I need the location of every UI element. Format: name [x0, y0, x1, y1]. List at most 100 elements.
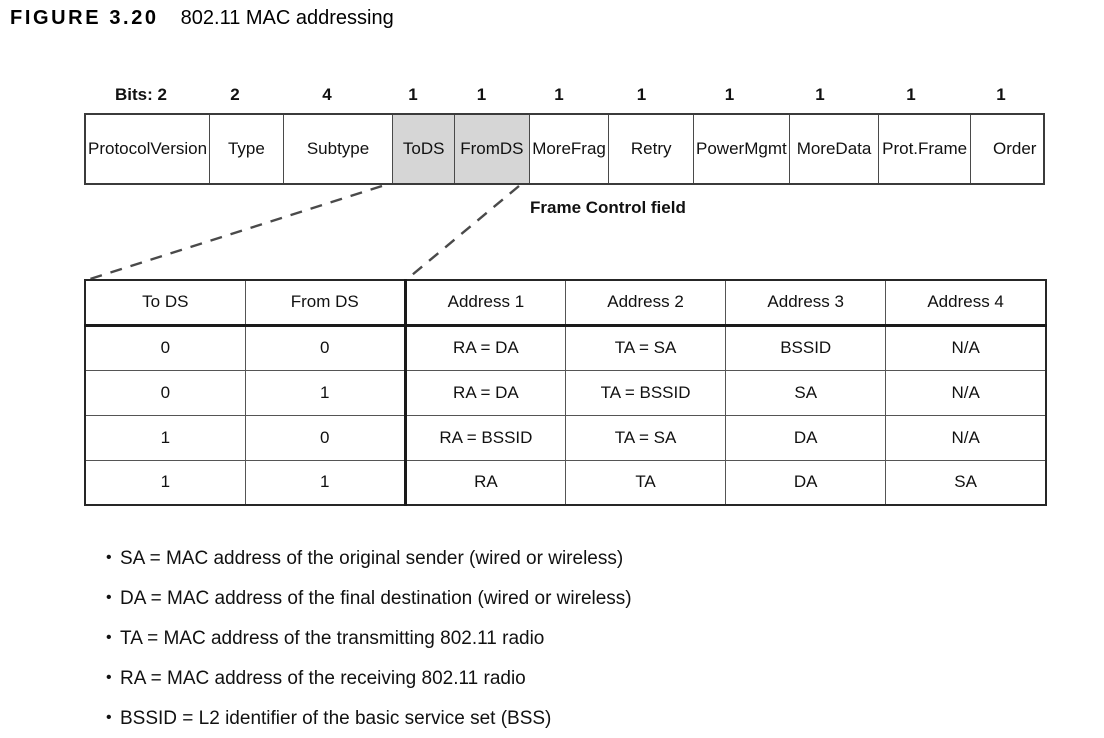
cell-label: Retry: [630, 139, 672, 159]
cell-r1-c5: N/A: [885, 369, 1047, 416]
connector-line-to-ds: [86, 184, 383, 282]
cell-label: From: [460, 139, 500, 159]
column-header-address-3: Address 3: [725, 279, 887, 327]
cell-label-line2: Mgmt: [744, 139, 787, 159]
bullet-icon: •: [106, 589, 112, 606]
frame-control-cell-subtype: Subtype: [284, 115, 394, 183]
cell-r2-c0: 1: [83, 414, 246, 461]
legend-item: • DA = MAC address of the final destinati…: [106, 578, 632, 618]
cell-r2-c4: DA: [725, 414, 887, 461]
cell-label: Power: [696, 139, 745, 159]
cell-label: Subtype: [306, 139, 370, 159]
bits-label-7: 1: [724, 85, 735, 104]
bits-label-6: 1: [636, 85, 647, 104]
bullet-icon: •: [106, 669, 112, 686]
bullet-icon: •: [106, 709, 112, 726]
cell-r0-c4: BSSID: [725, 324, 887, 371]
bits-label-10: 1: [996, 85, 1006, 104]
cell-r3-c5: SA: [885, 459, 1047, 506]
bits-label-3: 1: [408, 85, 418, 104]
cell-label-line2: Frag: [570, 139, 606, 159]
bullet-icon: •: [106, 549, 112, 566]
cell-r0-c0: 0: [83, 324, 246, 371]
cell-r3-c2: RA: [403, 459, 566, 506]
frame-control-cell-order: Order: [971, 115, 1059, 183]
cell-label-line2: DS: [420, 139, 445, 159]
legend-item-text: BSSID = L2 identifier of the basic servi…: [120, 707, 552, 729]
cell-label: Prot.: [882, 139, 919, 159]
bits-label-8: 1: [815, 85, 825, 104]
cell-r1-c1: 1: [244, 369, 407, 416]
cell-label: More: [532, 139, 571, 159]
cell-label-line2: Frame: [918, 139, 968, 159]
bits-label-4: 1: [476, 85, 487, 104]
bits-label-5: 1: [554, 85, 564, 104]
frame-control-cell-prot-frame: Prot.Frame: [879, 115, 971, 183]
bits-label-1: 2: [230, 85, 240, 104]
cell-r2-c5: N/A: [885, 414, 1047, 461]
cell-label-line2: Data: [835, 139, 872, 159]
column-header-address-1: Address 1: [403, 279, 566, 327]
legend-item-text: SA = MAC address of the original sender …: [120, 547, 624, 569]
cell-label: Protocol: [88, 139, 151, 159]
cell-r1-c4: SA: [725, 369, 887, 416]
cell-label: Type: [227, 139, 265, 159]
cell-r0-c1: 0: [244, 324, 407, 371]
cell-r0-c5: N/A: [885, 324, 1047, 371]
frame-control-cell-type: Type: [210, 115, 284, 183]
cell-r3-c3: TA: [564, 459, 727, 506]
frame-control-field-label: Frame Control field: [530, 198, 686, 217]
cell-r3-c4: DA: [725, 459, 887, 506]
bits-label-9: 1: [906, 85, 916, 104]
column-header-address-4: Address 4: [885, 279, 1047, 327]
cell-r1-c3: TA = BSSID: [564, 369, 727, 416]
cell-label: More: [796, 139, 836, 159]
bits-label-2: 4: [322, 85, 332, 104]
legend-item: • BSSID = L2 identifier of the basic serv…: [106, 698, 632, 738]
legend-list: • SA = MAC address of the original sender…: [106, 538, 632, 738]
cell-r0-c2: RA = DA: [403, 324, 566, 371]
column-header-from-ds: From DS: [244, 279, 407, 327]
cell-r3-c1: 1: [244, 459, 407, 506]
cell-r1-c2: RA = DA: [403, 369, 566, 416]
connector-line-from-ds: [405, 185, 520, 281]
figure-caption: FIGURE 3.20 802.11 MAC addressing: [10, 7, 394, 30]
cell-r2-c1: 0: [244, 414, 407, 461]
cell-r3-c0: 1: [83, 459, 246, 506]
figure-title: 802.11 MAC addressing: [180, 7, 394, 29]
cell-r1-c0: 0: [83, 369, 246, 416]
cell-r2-c2: RA = BSSID: [403, 414, 566, 461]
cell-r2-c3: TA = SA: [564, 414, 727, 461]
cell-label: Order: [993, 139, 1037, 159]
bits-label-0: Bits: 2: [115, 85, 167, 104]
cell-label: To: [402, 139, 421, 159]
bits-row: Bits: 2 2 4 1 1 1 1 1 1 1 1: [84, 82, 1045, 108]
column-header-address-2: Address 2: [564, 279, 727, 327]
cell-r0-c3: TA = SA: [564, 324, 727, 371]
legend-item-text: DA = MAC address of the final destinatio…: [120, 587, 632, 609]
legend-item-text: TA = MAC address of the transmitting 802…: [120, 627, 545, 649]
frame-control-cell-retry: Retry: [609, 115, 695, 183]
bullet-icon: •: [106, 629, 112, 646]
cell-label-line2: DS: [499, 139, 524, 159]
legend-item: • RA = MAC address of the receiving 802.1…: [106, 658, 632, 698]
figure-number: FIGURE 3.20: [10, 7, 159, 29]
column-header-to-ds: To DS: [83, 279, 246, 327]
legend-item: • SA = MAC address of the original sender…: [106, 538, 632, 578]
legend-item: • TA = MAC address of the transmitting 80…: [106, 618, 632, 658]
legend-item-text: RA = MAC address of the receiving 802.11…: [120, 667, 526, 689]
cell-label-line2: Version: [150, 139, 208, 159]
